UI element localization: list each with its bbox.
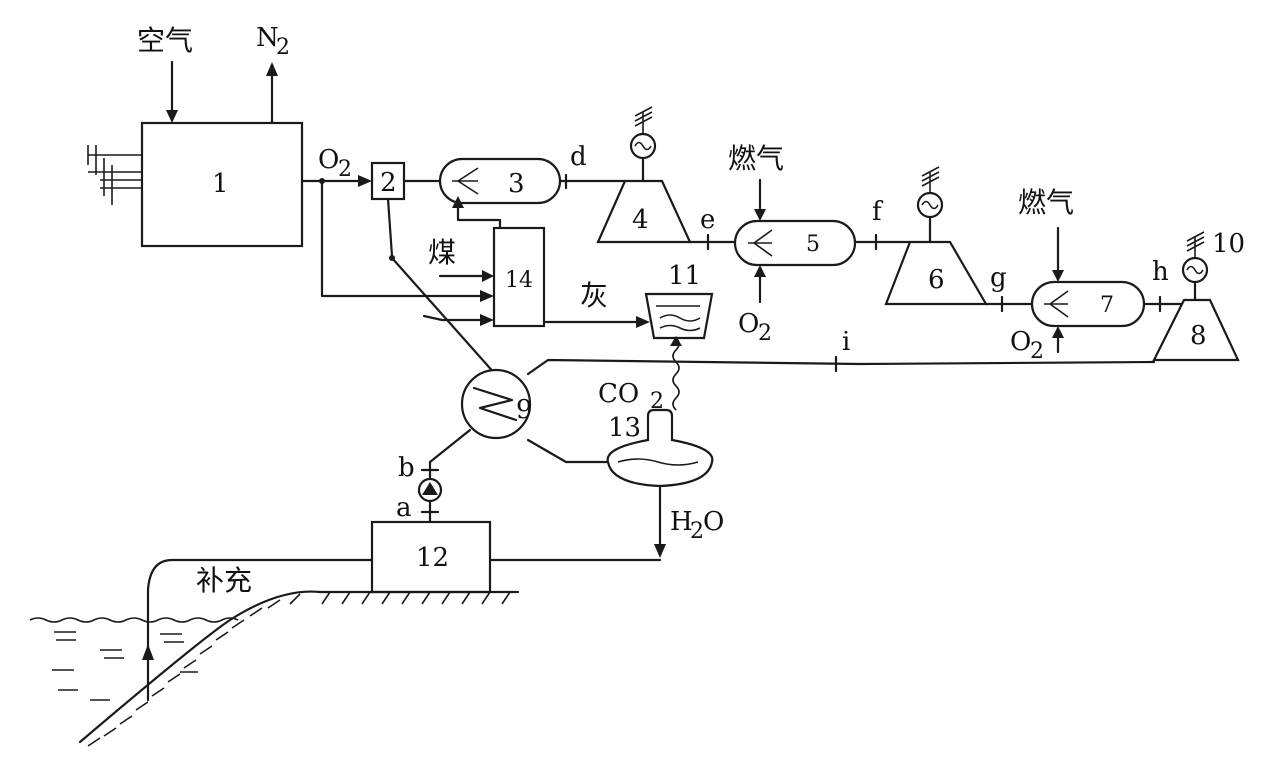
co2-arrowhead: [670, 336, 682, 346]
o2-main-arrowhead: [358, 175, 372, 187]
vessel-11-label: 11: [668, 261, 701, 291]
unit-2-label: 2: [380, 168, 397, 198]
air-arrowhead: [166, 110, 178, 123]
gen-6-ground-icon: [921, 166, 940, 193]
exhaust-line-i: [526, 358, 1156, 376]
turbine-4-label: 4: [632, 205, 649, 235]
o2-branch-to-14: [320, 179, 486, 298]
branch-to-14-lower-arrowhead: [480, 314, 494, 326]
point-h-label: h: [1152, 257, 1169, 287]
o2-7-arrowhead: [1052, 326, 1064, 338]
co2-sub: 2: [650, 389, 664, 414]
combustor-3-label: 3: [508, 169, 525, 199]
line-9-to-13: [526, 438, 614, 464]
ash-label: 灰: [580, 279, 608, 312]
tank-12: [370, 520, 492, 594]
unit-14-label: 14: [505, 268, 533, 293]
gen-10-ground-icon: [1186, 231, 1205, 258]
point-i-label: i: [842, 327, 850, 357]
co2-label: CO: [598, 379, 639, 409]
fuel-gas-1-arrowhead: [754, 209, 766, 221]
n2-arrowhead: [266, 62, 278, 76]
line-9-to-pump: [428, 428, 472, 464]
h2o-arrowhead: [654, 544, 666, 558]
gen-4-ground-icon: [634, 106, 653, 134]
separator-13-label: 13: [608, 413, 641, 443]
fuel-gas-2-arrowhead: [1052, 270, 1064, 282]
turbine-6-label: 6: [928, 265, 945, 295]
point-f-label: f: [872, 197, 884, 227]
unit-14-box: [492, 226, 546, 328]
water-surface: [29, 617, 239, 701]
point-d-label: d: [570, 142, 587, 172]
o2-5-arrowhead: [754, 265, 766, 277]
gen-4-sine: [634, 141, 652, 151]
point-b-label: b: [398, 453, 415, 483]
n2-sub: 2: [276, 35, 290, 60]
h2o-sub: 2: [690, 519, 704, 544]
branch-to-14-lower: [422, 314, 486, 322]
o2-main-sub: 2: [338, 157, 352, 182]
point-a-label: a: [396, 493, 412, 523]
point-e-label: e: [700, 205, 715, 235]
line-14-to-3: [456, 201, 502, 230]
o2-5-label: O: [738, 309, 759, 339]
unit-1-inlet-lines: [87, 145, 142, 205]
coal-arrowhead: [482, 270, 494, 282]
fuel-gas-2-label: 燃气: [1018, 186, 1074, 219]
combustor-5-label: 5: [806, 232, 820, 257]
unit-1-box: [140, 121, 304, 248]
h2o-label-o: O: [703, 507, 724, 537]
o2-7-sub: 2: [1030, 339, 1044, 364]
o2-branch-arrowhead: [480, 290, 494, 302]
separator-13-contents: [617, 458, 699, 466]
gen-10-sine: [1186, 265, 1204, 275]
combustor-7-fan-icon: [1044, 290, 1069, 318]
h2o-label-h: H: [670, 507, 693, 537]
coal-label: 煤: [428, 236, 456, 269]
makeup-label: 补充: [196, 564, 252, 597]
o2-5-sub: 2: [758, 321, 772, 346]
air-label: 空气: [137, 24, 193, 57]
vessel-11-contents: [656, 305, 701, 332]
turbine-8: [1152, 298, 1240, 362]
unit-1-label: 1: [212, 169, 229, 199]
vessel-11: [644, 292, 714, 340]
co2-line: [672, 337, 680, 411]
turbine-8-label: 8: [1190, 321, 1207, 351]
o2-main-label: O: [318, 145, 339, 175]
pump-arrow-icon: [422, 482, 438, 495]
gen-6-sine: [921, 200, 939, 210]
makeup-arrowhead: [142, 644, 154, 660]
separator-13: [606, 408, 714, 488]
fuel-gas-1-label: 燃气: [728, 142, 784, 175]
combustor-5-fan-icon: [748, 229, 773, 257]
tank-12-label: 12: [416, 543, 449, 573]
arrow-14-to-3: [452, 196, 464, 208]
gen-10-label: 10: [1212, 229, 1245, 259]
heat-exchanger-9-label: 9: [516, 395, 533, 425]
combustor-7-label: 7: [1100, 293, 1114, 318]
ash-arrowhead: [636, 316, 650, 328]
line-2-down: [386, 197, 394, 258]
makeup-line: [146, 558, 374, 702]
ground-hatch: [78, 590, 520, 747]
combustor-3-fan-icon: [452, 167, 479, 195]
o2-7-label: O: [1010, 327, 1031, 357]
n2-label: N: [256, 23, 279, 53]
heat-exchanger-9-coil: [472, 386, 518, 422]
point-g-label: g: [990, 263, 1007, 293]
